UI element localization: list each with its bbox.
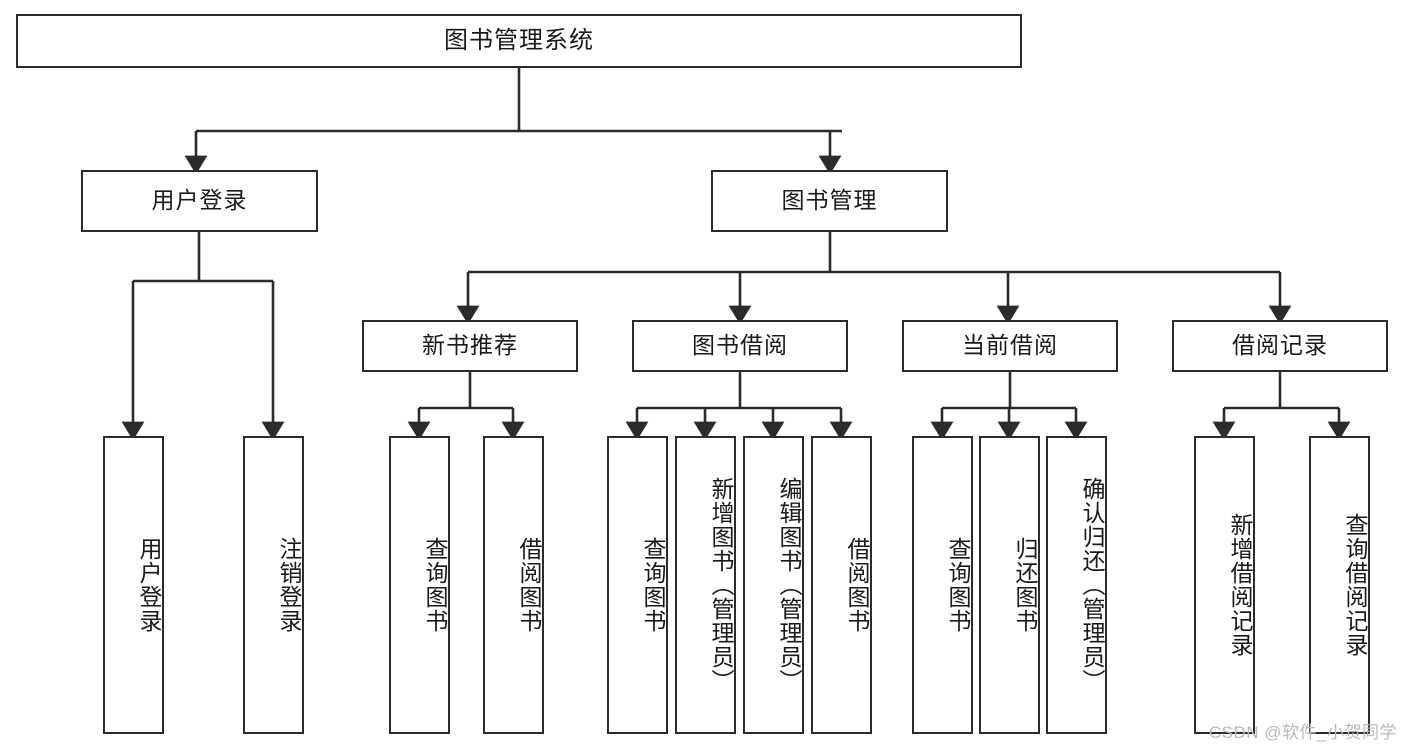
node-new-book-recommend[interactable]: 新书推荐 [362, 320, 578, 372]
node-leaf-query-book-3[interactable]: 查询图书 [912, 436, 973, 734]
node-leaf-query-book-1[interactable]: 查询图书 [389, 436, 450, 734]
node-label: 确认归还（管理员） [1079, 477, 1105, 693]
node-label: 借阅记录 [1232, 332, 1328, 359]
node-leaf-add-book[interactable]: 新增图书（管理员） [675, 436, 736, 734]
node-book-manage[interactable]: 图书管理 [711, 170, 948, 232]
node-label: 用户登录 [136, 537, 162, 633]
node-leaf-user-login[interactable]: 用户登录 [103, 436, 164, 734]
node-label: 图书管理系统 [444, 26, 594, 54]
node-label: 当前借阅 [962, 332, 1058, 359]
node-label: 归还图书 [1012, 537, 1038, 633]
node-label: 用户登录 [151, 187, 248, 214]
node-leaf-add-record[interactable]: 新增借阅记录 [1194, 436, 1255, 734]
node-label: 新增图书（管理员） [708, 477, 734, 693]
node-label: 查询图书 [640, 537, 666, 633]
node-leaf-query-book-2[interactable]: 查询图书 [607, 436, 668, 734]
node-label: 新增借阅记录 [1227, 513, 1253, 657]
node-leaf-user-logout[interactable]: 注销登录 [243, 436, 304, 734]
node-label: 图书管理 [781, 187, 878, 214]
node-user-login[interactable]: 用户登录 [81, 170, 318, 232]
node-label: 借阅图书 [516, 537, 542, 633]
node-label: 图书借阅 [692, 332, 788, 359]
watermark-text: CSDN @软件_小贺同学 [1208, 723, 1397, 742]
node-label: 查询图书 [422, 537, 448, 633]
node-current-borrow[interactable]: 当前借阅 [902, 320, 1118, 372]
node-leaf-confirm-return[interactable]: 确认归还（管理员） [1046, 436, 1107, 734]
node-leaf-query-record[interactable]: 查询借阅记录 [1309, 436, 1370, 734]
node-leaf-edit-book[interactable]: 编辑图书（管理员） [743, 436, 804, 734]
node-book-borrow[interactable]: 图书借阅 [632, 320, 848, 372]
node-label: 新书推荐 [422, 332, 518, 359]
node-label: 编辑图书（管理员） [776, 477, 802, 693]
node-leaf-return-book[interactable]: 归还图书 [979, 436, 1040, 734]
node-leaf-borrow-book-1[interactable]: 借阅图书 [483, 436, 544, 734]
node-root-system[interactable]: 图书管理系统 [16, 14, 1022, 68]
node-label: 注销登录 [276, 537, 302, 633]
node-leaf-borrow-book-2[interactable]: 借阅图书 [811, 436, 872, 734]
node-borrow-record[interactable]: 借阅记录 [1172, 320, 1388, 372]
node-label: 查询图书 [945, 537, 971, 633]
node-label: 借阅图书 [844, 537, 870, 633]
node-label: 查询借阅记录 [1342, 513, 1368, 657]
